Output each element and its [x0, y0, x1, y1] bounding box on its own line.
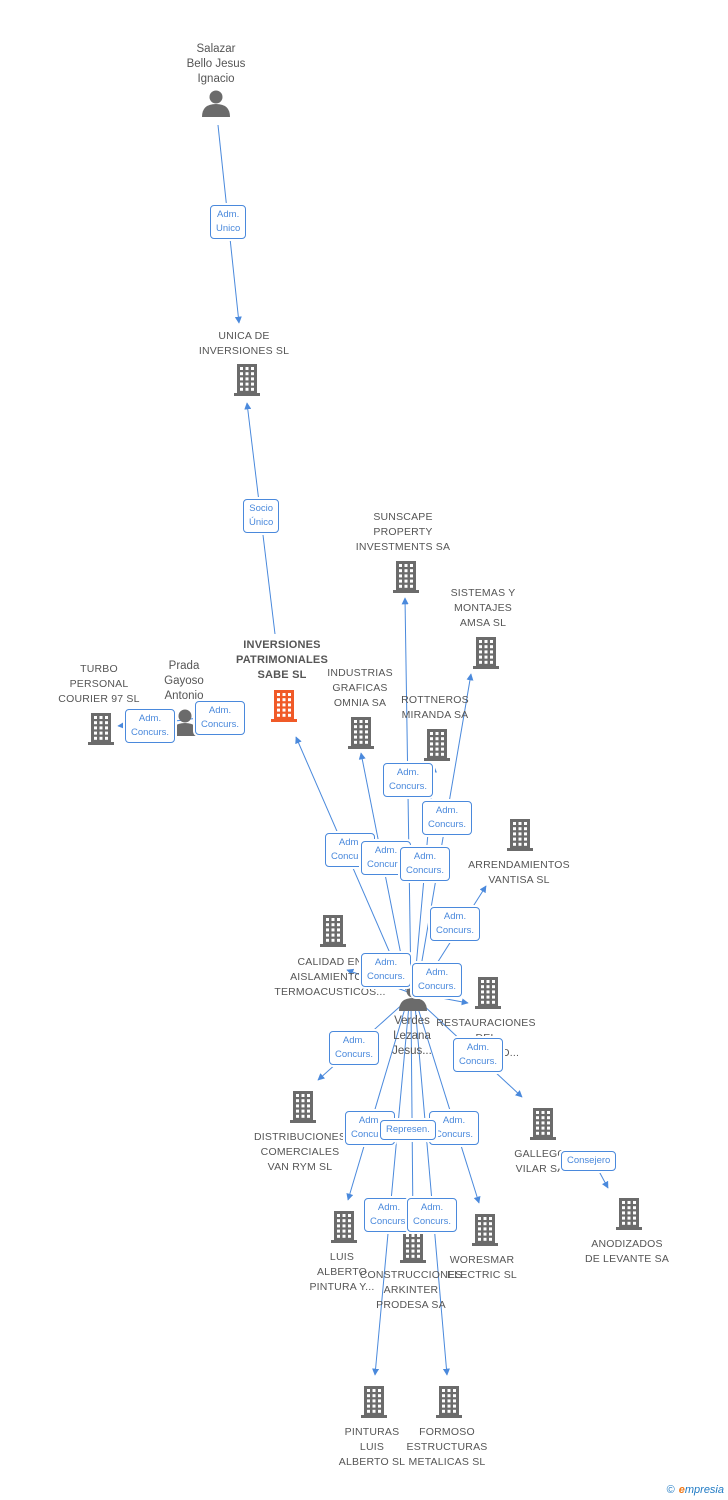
company-calidad-label[interactable]: CALIDAD EN AISLAMIENTOS TERMOACUSTICOS..…: [274, 956, 386, 998]
company-woresmar-icon[interactable]: [472, 1214, 498, 1246]
edge-label-prada-to-turbo[interactable]: Adm. Concurs.: [125, 709, 176, 743]
company-arrendamientos-label[interactable]: ARRENDAMIENTOS VANTISA SL: [468, 859, 570, 886]
company-industrias-icon[interactable]: [348, 717, 374, 749]
company-turbo-label[interactable]: TURBO PERSONAL COURIER 97 SL: [58, 663, 140, 705]
company-luis_pintura-label[interactable]: LUIS ALBERTO PINTURA Y...: [309, 1251, 375, 1293]
company-distribuciones-label[interactable]: DISTRIBUCIONES COMERCIALES VAN RYM SL: [253, 1131, 347, 1173]
company-construcciones-icon[interactable]: [400, 1231, 426, 1263]
company-restauraciones-icon[interactable]: [475, 977, 501, 1009]
edge-label-salazar-to-unica[interactable]: Adm. Unico: [210, 205, 247, 239]
company-rottneros-label[interactable]: ROTTNEROS MIRANDA SA: [401, 694, 469, 721]
company-gallego-label[interactable]: GALLEGO VILAR SA: [514, 1148, 566, 1175]
brand-logo-text: mpresia: [684, 1484, 724, 1496]
company-distribuciones-icon[interactable]: [290, 1091, 316, 1123]
edge-label-verdes-to-arrendamientos[interactable]: Adm. Concurs.: [430, 907, 481, 941]
person-prada-icon[interactable]: [171, 709, 199, 737]
company-sunscape-icon[interactable]: [393, 561, 419, 593]
brand-logo-e: e: [678, 1484, 685, 1496]
edge-verdes-to-pinturas: [372, 1004, 410, 1376]
edge-label-verdes-to-pinturas[interactable]: Adm. Concurs.: [364, 1198, 415, 1232]
company-rottneros-icon[interactable]: [424, 729, 450, 761]
edge-label-verdes-to-restauraciones[interactable]: Adm. Concurs.: [412, 963, 463, 997]
edge-label-verdes-to-construcciones[interactable]: Represen.: [380, 1120, 436, 1140]
company-turbo-icon[interactable]: [88, 713, 114, 745]
person-salazar-icon[interactable]: [202, 90, 230, 118]
company-formoso-label[interactable]: FORMOSO ESTRUCTURAS METALICAS SL: [406, 1426, 488, 1468]
company-luis_pintura-icon[interactable]: [331, 1211, 357, 1243]
person-prada-label[interactable]: Prada Gayoso Antonio: [164, 660, 204, 702]
edge-label-gallego-to-anodizados[interactable]: Consejero: [561, 1151, 617, 1171]
person-salazar-label[interactable]: Salazar Bello Jesus Ignacio: [186, 43, 246, 85]
company-industrias-label[interactable]: INDUSTRIAS GRAFICAS OMNIA SA: [327, 667, 393, 709]
company-calidad-icon[interactable]: [320, 915, 346, 947]
company-inversiones-icon[interactable]: [271, 690, 297, 722]
edge-label-verdes-to-rottneros[interactable]: Adm. Concurs.: [400, 847, 451, 881]
edge-verdes-to-woresmar: [416, 1004, 481, 1204]
edge-verdes-to-formoso: [414, 1004, 450, 1376]
edge-label-verdes-to-distribuciones[interactable]: Adm. Concurs.: [329, 1031, 380, 1065]
company-woresmar-label[interactable]: WORESMAR ELECTRIC SL: [447, 1254, 517, 1281]
edge-label-inversiones-to-unica[interactable]: Socio Único: [243, 499, 280, 533]
company-sunscape-label[interactable]: SUNSCAPE PROPERTY INVESTMENTS SA: [355, 511, 451, 553]
company-anodizados-label[interactable]: ANODIZADOS DE LEVANTE SA: [584, 1238, 670, 1265]
edge-label-verdes-to-sunscape[interactable]: Adm. Concurs.: [383, 763, 434, 797]
company-formoso-icon[interactable]: [436, 1386, 462, 1418]
person-verdes-label[interactable]: Verdes Lezana Jesus...: [392, 1015, 432, 1057]
edge-label-verdes-to-sistemas[interactable]: Adm. Concurs.: [422, 801, 473, 835]
edge-label-verdes-to-woresmar[interactable]: Adm. Concurs.: [429, 1111, 480, 1145]
company-anodizados-icon[interactable]: [616, 1198, 642, 1230]
company-unica-label[interactable]: UNICA DE INVERSIONES SL: [198, 330, 290, 357]
company-inversiones-label[interactable]: INVERSIONES PATRIMONIALES SABE SL: [235, 639, 329, 681]
company-arrendamientos-icon[interactable]: [507, 819, 533, 851]
edge-verdes-to-construcciones: [409, 1004, 417, 1226]
company-gallego-icon[interactable]: [530, 1108, 556, 1140]
brand-footer: ©empresia: [667, 1484, 724, 1496]
edge-label-verdes-to-gallego[interactable]: Adm. Concurs.: [453, 1038, 504, 1072]
company-pinturas-icon[interactable]: [361, 1386, 387, 1418]
edge-label-verdes-to-formoso[interactable]: Adm. Concurs.: [407, 1198, 458, 1232]
edge-label-verdes-to-calidad[interactable]: Adm. Concurs.: [361, 953, 412, 987]
company-unica-icon[interactable]: [234, 364, 260, 396]
copyright-symbol: ©: [666, 1484, 675, 1496]
edge-label-prada-to-inversiones[interactable]: Adm. Concurs.: [195, 701, 246, 735]
edge-verdes-to-luis_pintura: [346, 1004, 407, 1201]
company-construcciones-label[interactable]: CONSTRUCCIONES ARKINTER PRODESA SA: [359, 1269, 463, 1311]
company-sistemas-icon[interactable]: [473, 637, 499, 669]
company-pinturas-label[interactable]: PINTURAS LUIS ALBERTO SL: [338, 1426, 406, 1468]
company-sistemas-label[interactable]: SISTEMAS Y MONTAJES AMSA SL: [450, 587, 516, 629]
